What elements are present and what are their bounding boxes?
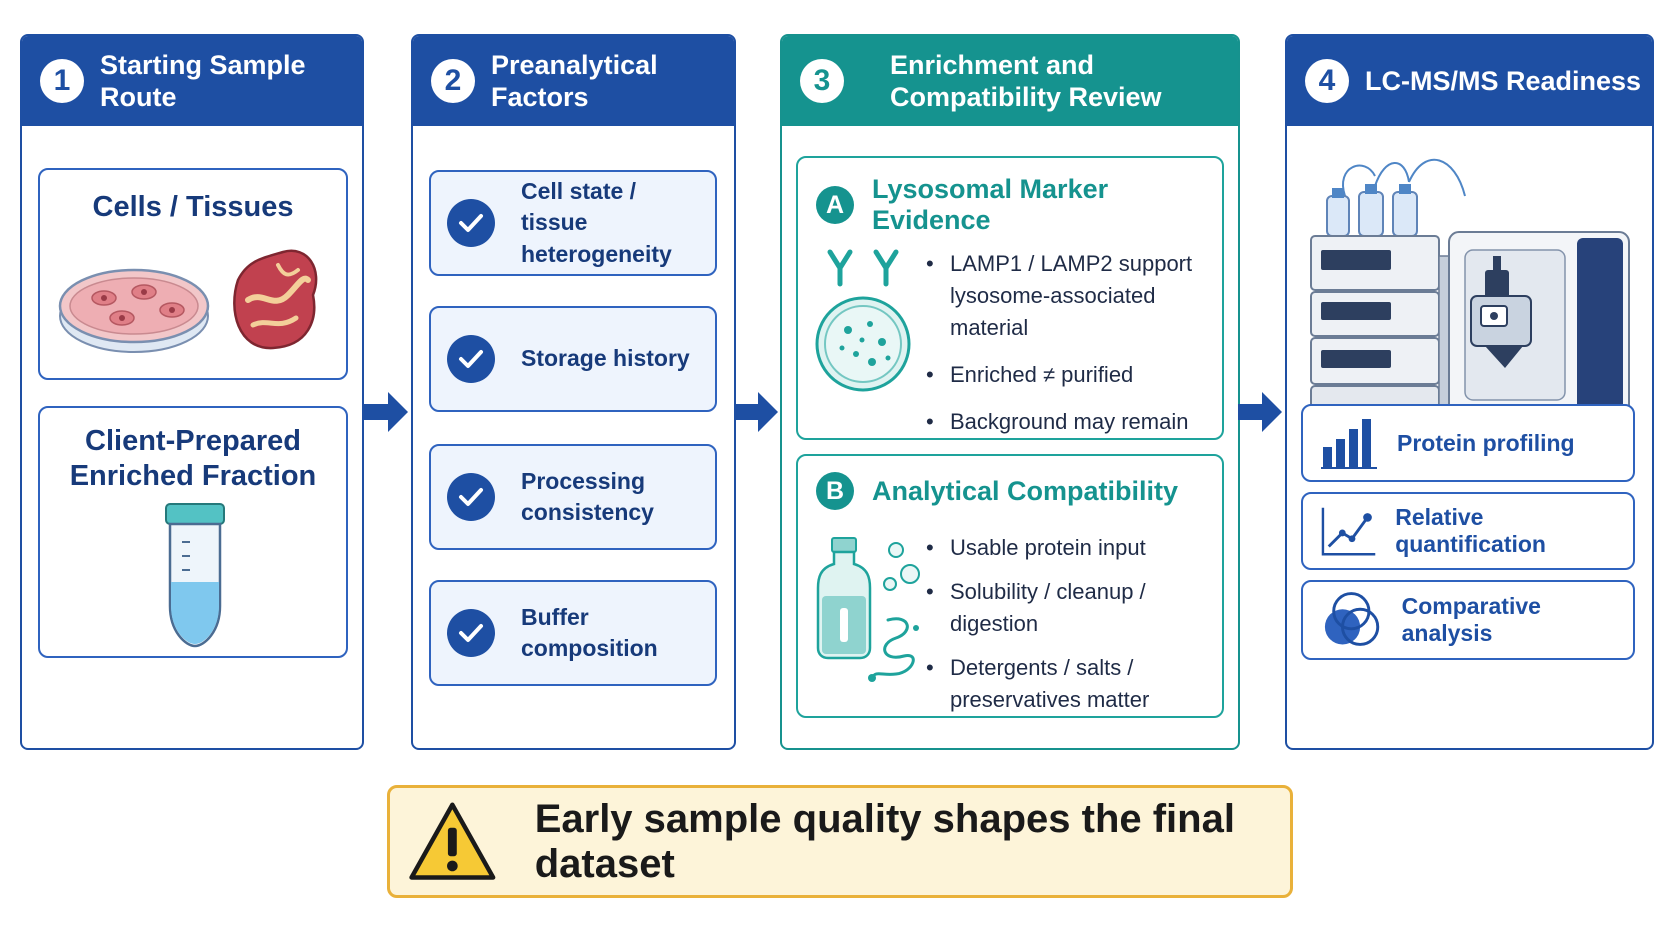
step-1-panel: 1 Starting Sample Route Cells / Tissues … [20, 34, 364, 750]
factor-buffer-composition: Buffer composition [429, 580, 717, 686]
reagent-bottle-icon [816, 537, 920, 682]
petri-dish-icon [58, 268, 210, 353]
card-title-line-2: Enriched Fraction [69, 460, 317, 493]
step-title: Preanalytical Factors [491, 49, 658, 112]
step-title-line-2: Compatibility Review [890, 82, 1162, 112]
output-label: Protein profiling [1397, 429, 1575, 456]
card-title: Cells / Tissues [92, 191, 294, 223]
bar-chart-icon [1321, 419, 1377, 469]
bullet-line-2: preservatives matter [950, 686, 1150, 712]
banner-text: Early sample quality shapes the final da… [534, 796, 1235, 886]
factor-line-2: tissue heterogeneity [521, 209, 672, 267]
output-protein-profiling: Protein profiling [1301, 404, 1635, 482]
bullet-item: LAMP1 / LAMP2 support lysosome-associate… [926, 248, 1222, 344]
step-number: 2 [431, 59, 475, 103]
factor-line-2: consistency [521, 499, 654, 525]
step-4-panel: 4 LC-MS/MS Readiness [1285, 34, 1654, 750]
step-3-panel: 3 Enrichment and Compatibility Review A … [780, 34, 1240, 750]
factor-storage-history: Storage history [429, 306, 717, 412]
line-chart-icon [1321, 507, 1376, 556]
venn-diagram-icon [1324, 592, 1380, 646]
bullet-line-2: lysosome-associated material [950, 282, 1156, 340]
warning-banner: Early sample quality shapes the final da… [387, 785, 1293, 898]
section-b-card: B Analytical Compatibility Usable protei… [796, 454, 1224, 718]
section-letter: A [816, 186, 854, 224]
step-title: Starting Sample Route [100, 49, 306, 112]
step-3-header: 3 Enrichment and Compatibility Review [782, 36, 1238, 126]
factor-cell-state: Cell state / tissue heterogeneity [429, 170, 717, 276]
step-1-header: 1 Starting Sample Route [22, 36, 362, 126]
tissue-icon [233, 249, 318, 350]
check-icon [447, 473, 495, 521]
step-number: 3 [800, 59, 844, 103]
bullet-line-1: LAMP1 / LAMP2 support [950, 251, 1193, 276]
step-title-line-1: Enrichment and [890, 49, 1095, 80]
bullet-line-1: Detergents / salts / [950, 654, 1134, 680]
check-icon [447, 335, 495, 383]
check-icon [447, 609, 495, 657]
card-title-line-1: Client-Prepared [85, 425, 301, 457]
warning-icon [409, 802, 496, 880]
lc-ms-instrument-icon [1310, 158, 1630, 423]
bullet-item: Enriched ≠ purified [926, 359, 1222, 391]
enriched-fraction-card: Client-Prepared Enriched Fraction [38, 406, 348, 658]
step-title: LC-MS/MS Readiness [1365, 65, 1642, 96]
step-number: 4 [1305, 59, 1349, 103]
section-title: Analytical Compatibility [872, 475, 1179, 506]
flow-arrow-1 [364, 392, 408, 432]
section-title: Lysosomal Marker Evidence [872, 174, 1109, 235]
step-4-header: 4 LC-MS/MS Readiness [1287, 36, 1652, 126]
factor-line-1: Storage history [521, 345, 690, 372]
output-comparative-analysis: Comparative analysis [1301, 580, 1635, 660]
factor-line-1: Processing [521, 467, 645, 494]
antibody-lysosome-icon [815, 249, 911, 392]
output-label: Comparative analysis [1401, 593, 1541, 646]
step-2-header: 2 Preanalytical Factors [413, 36, 734, 126]
check-icon [447, 199, 495, 247]
section-a-card: A Lysosomal Marker Evidence LAMP1 / LAMP… [796, 156, 1224, 440]
bullet-item: Detergents / salts / preservatives matte… [926, 652, 1222, 716]
step-2-panel: 2 Preanalytical Factors Cell state / tis… [411, 34, 736, 750]
bullet-item: Solubility / cleanup / digestion [926, 576, 1222, 640]
flow-arrow-2 [734, 392, 778, 432]
step-number: 1 [40, 59, 84, 103]
factor-line-1: Buffer composition [521, 603, 658, 661]
cells-tissues-card: Cells / Tissues [38, 168, 348, 380]
factor-processing-consistency: Processing consistency [429, 444, 717, 550]
sample-tube-icon [165, 503, 225, 648]
output-relative-quantification: Relative quantification [1301, 492, 1635, 570]
bullet-item: Background may remain [926, 406, 1222, 438]
factor-line-1: Cell state / [521, 178, 637, 205]
section-letter: B [816, 472, 854, 510]
flow-arrow-3 [1238, 392, 1282, 432]
output-label: Relative quantification [1395, 504, 1546, 557]
bullet-item: Usable protein input [926, 532, 1222, 564]
